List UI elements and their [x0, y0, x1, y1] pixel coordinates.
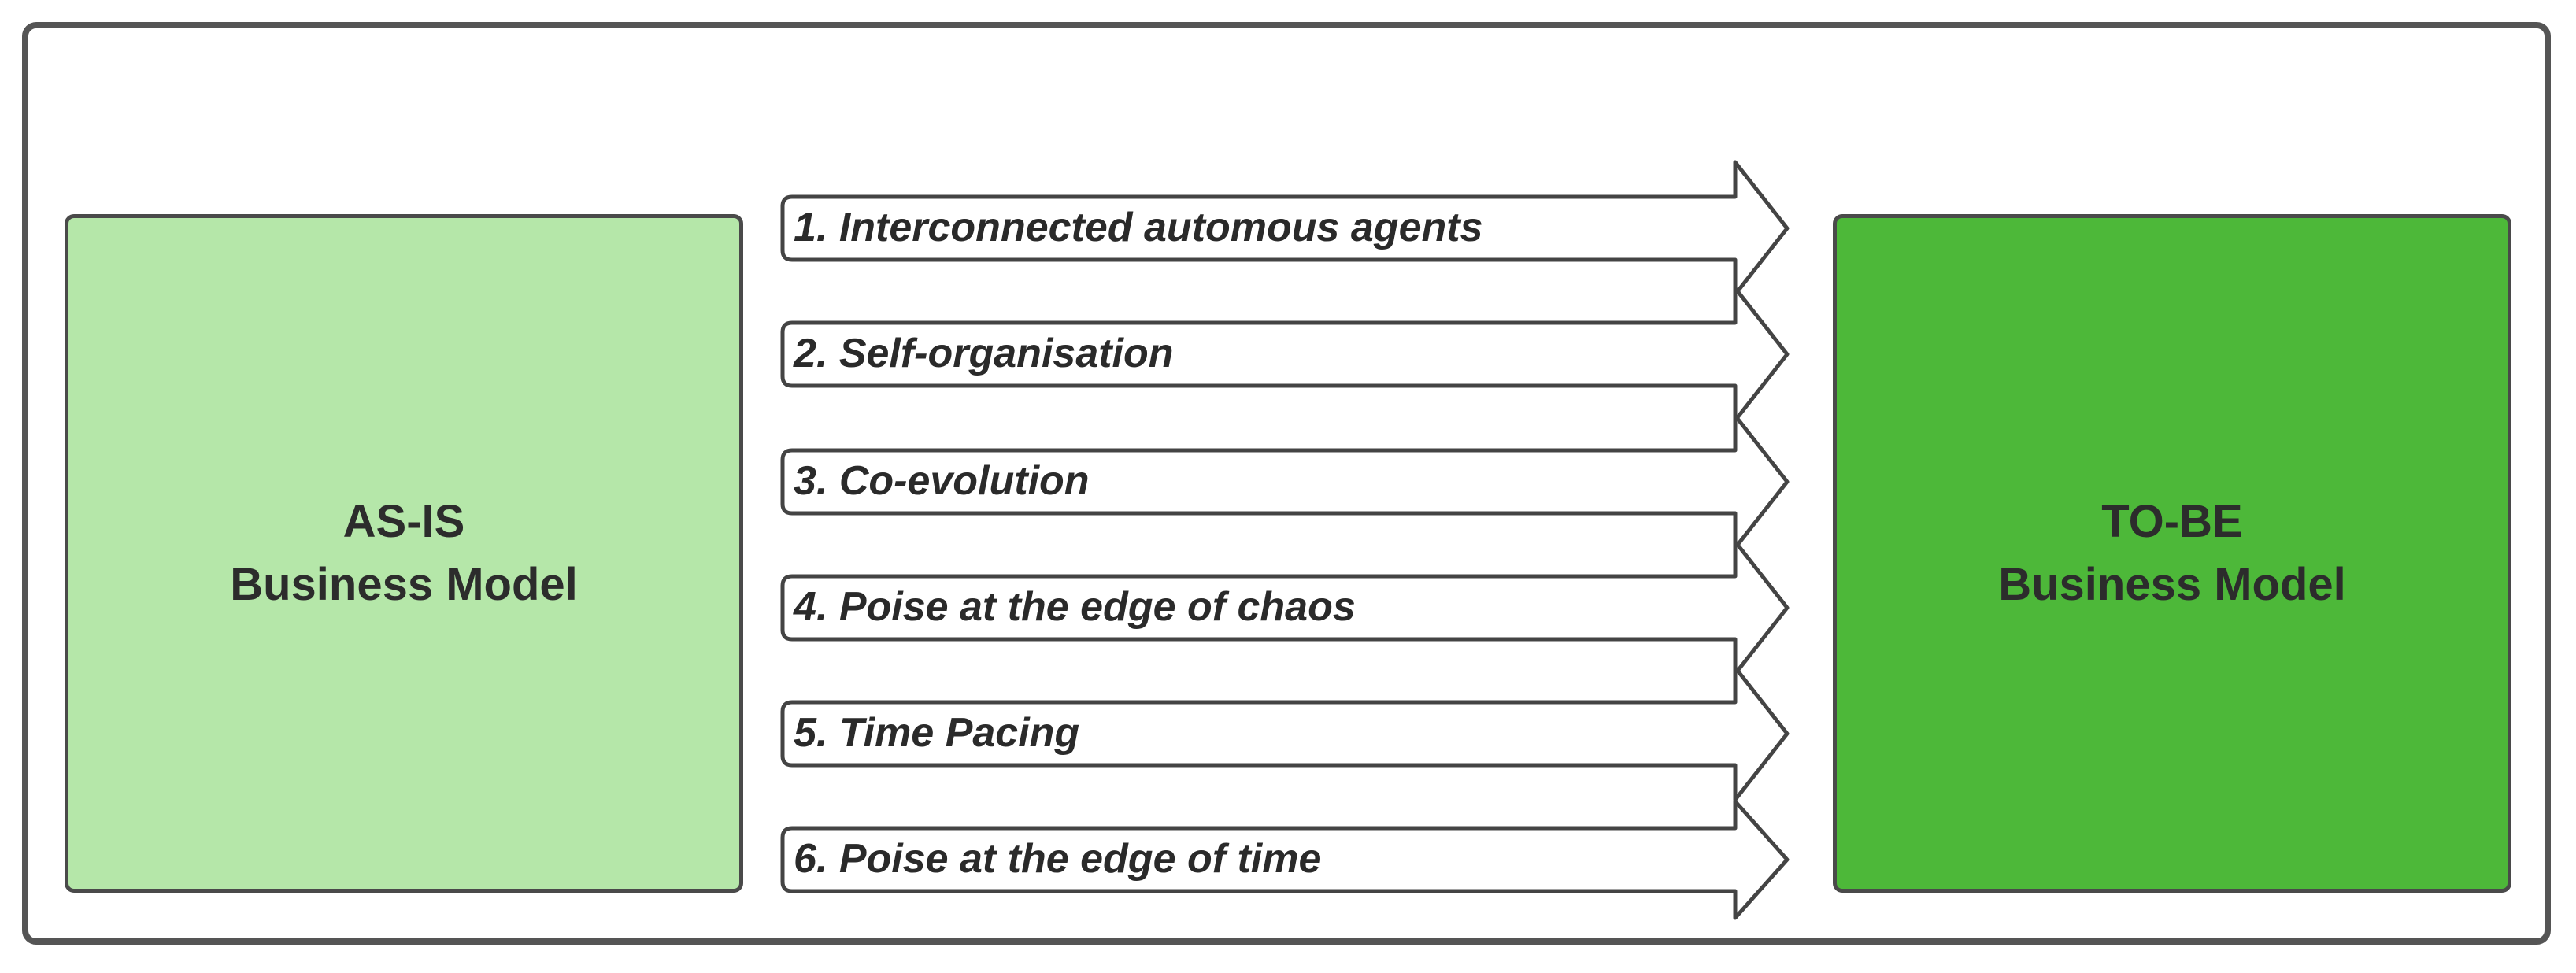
arrow-1-shape: [780, 160, 1790, 297]
to-be-title: TO-BE: [2101, 496, 2243, 547]
arrow-6-label: 6. Poise at the edge of time: [794, 836, 1321, 882]
arrow-2-shape: [780, 286, 1790, 423]
arrow-4-shape: [780, 539, 1790, 676]
arrow-6-shape: [780, 799, 1790, 920]
arrow-1: 1. Interconnected automous agents: [780, 160, 1790, 297]
arrow-4-label: 4. Poise at the edge of chaos: [793, 584, 1356, 630]
as-is-title: AS-IS: [342, 496, 465, 547]
arrow-5: 5. Time Pacing: [780, 665, 1790, 802]
to-be-box: TO-BE Business Model: [1833, 214, 2511, 893]
arrow-5-label: 5. Time Pacing: [794, 710, 1079, 756]
as-is-box: AS-IS Business Model: [65, 214, 743, 893]
arrow-2: 2. Self-organisation: [780, 286, 1790, 423]
to-be-subtitle: Business Model: [1998, 559, 2346, 610]
arrow-6: 6. Poise at the edge of time: [780, 799, 1790, 920]
arrow-4: 4. Poise at the edge of chaos: [780, 539, 1790, 676]
as-is-subtitle: Business Model: [230, 559, 578, 610]
arrow-1-label: 1. Interconnected automous agents: [794, 205, 1483, 250]
arrow-5-shape: [780, 665, 1790, 802]
arrow-3-label: 3. Co-evolution: [794, 458, 1090, 504]
arrow-3-shape: [780, 413, 1790, 550]
arrow-3: 3. Co-evolution: [780, 413, 1790, 550]
arrow-2-label: 2. Self-organisation: [793, 331, 1174, 376]
